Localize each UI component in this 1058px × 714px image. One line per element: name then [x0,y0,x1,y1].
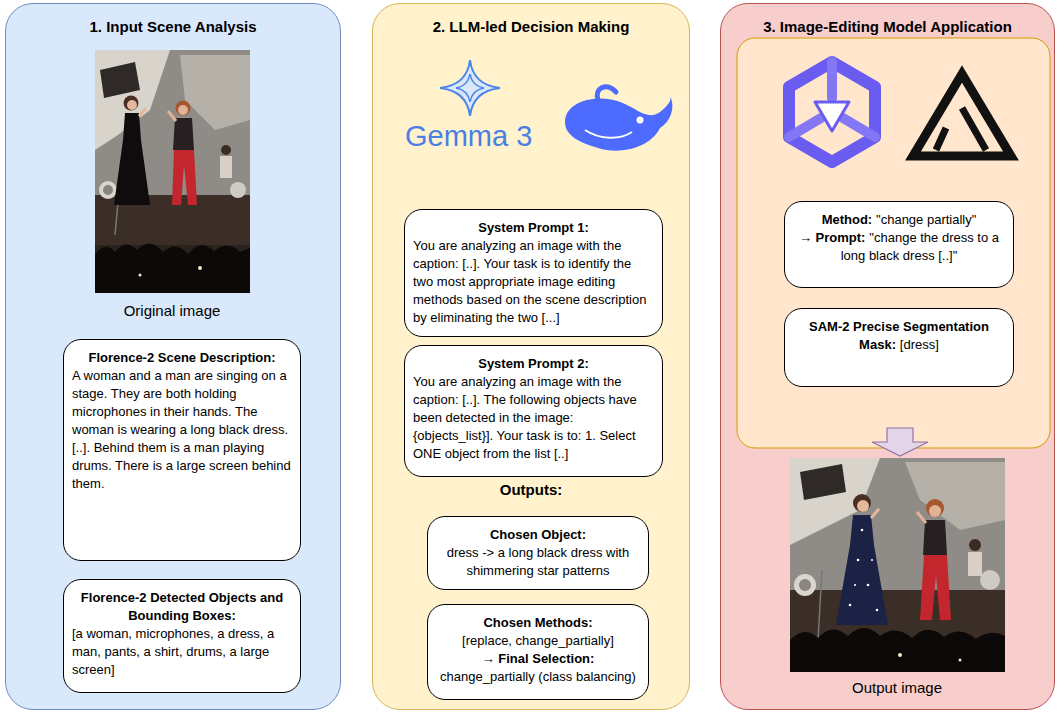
original-photo [95,50,250,293]
image-caption: Original image [124,302,221,319]
text-line: [replace, change_partially] [436,632,640,650]
logo-wordmark: Gemma 3 [405,120,532,153]
flux-logo [913,74,1011,156]
box-heading: 3. Image-Editing Model Application [763,18,1012,35]
prompt-box: System Prompt 1: You are analyzing an ima… [404,209,663,337]
text-line: You are analyzing an image with the capt… [413,237,654,327]
qwen-logo [789,62,875,162]
box-body: change_partially (class balancing) [440,669,636,684]
text-line: → Prompt:"change the dress to a long bla… [793,229,1005,265]
text-line: System Prompt 2: [413,355,654,373]
text-line: → Final Selection: [436,650,640,668]
text-line: SAM-2 Precise Segmentation Mask:[dress] [793,318,1005,354]
image-caption: Output image [852,679,942,696]
description-box: Florence-2 Scene Description: A woman and… [63,339,301,561]
output-photo [790,458,1005,672]
box-heading: SAM-2 Precise Segmentation Mask: [809,319,989,352]
box-body: [replace, change_partially] [462,633,614,648]
box-body: dress -> a long black dress with shimmer… [447,545,629,578]
text-line: Method:"change partially" [793,211,1005,229]
box-heading: → Prompt: [799,230,865,245]
output-box: Chosen Object: dress -> a long black dres… [427,516,649,590]
text-line: [a woman, microphones, a dress, a man, p… [72,625,292,679]
text-line: System Prompt 1: [413,219,654,237]
objects-box: Florence-2 Detected Objects and Bounding… [63,579,301,693]
box-heading: 2. LLM-led Decision Making [433,18,630,35]
section-label: Outputs: [500,481,562,498]
box-body: A woman and a man are singing on a stage… [72,368,291,491]
mask-box: SAM-2 Precise Segmentation Mask:[dress] [784,308,1014,387]
box-body: You are analyzing an image with the capt… [413,238,646,325]
box-heading: → Final Selection: [482,651,595,666]
text-line: Florence-2 Detected Objects and Bounding… [72,589,292,625]
box-body: You are analyzing an image with the capt… [413,374,637,461]
box-body: "change partially" [876,212,976,227]
method-box: Method:"change partially"→ Prompt:"chang… [784,201,1014,288]
prompt-box: System Prompt 2: You are analyzing an ima… [404,345,663,477]
text-line: You are analyzing an image with the capt… [413,373,654,463]
box-heading: Method: [822,212,873,227]
model-group-panel [737,38,1050,448]
box-heading: Chosen Methods: [483,615,592,630]
output-box: Chosen Methods: [replace, change_partiall… [427,604,649,700]
stage-panel: System Prompt 1: You are analyzing an ima… [372,3,690,710]
box-body: [dress] [900,337,939,352]
box-heading: Chosen Object: [490,527,586,542]
box-body: [a woman, microphones, a dress, a man, p… [72,626,274,677]
text-line: 3. Image-Editing Model Application [731,17,1044,37]
box-heading: 1. Input Scene Analysis [90,18,257,35]
text-line: dress -> a long black dress with shimmer… [436,544,640,580]
text-line: 1. Input Scene Analysis [16,17,330,37]
text-line: Chosen Object: [436,526,640,544]
text-line: Chosen Methods: [436,614,640,632]
text-line: A woman and a man are singing on a stage… [72,367,292,493]
box-heading: System Prompt 1: [478,220,589,235]
text-line: 2. LLM-led Decision Making [383,17,679,37]
text-line: Florence-2 Scene Description: [72,349,292,367]
box-heading: Florence-2 Detected Objects and Bounding… [81,590,283,623]
text-line: change_partially (class balancing) [436,668,640,686]
box-heading: System Prompt 2: [478,356,589,371]
box-heading: Florence-2 Scene Description: [88,350,275,365]
